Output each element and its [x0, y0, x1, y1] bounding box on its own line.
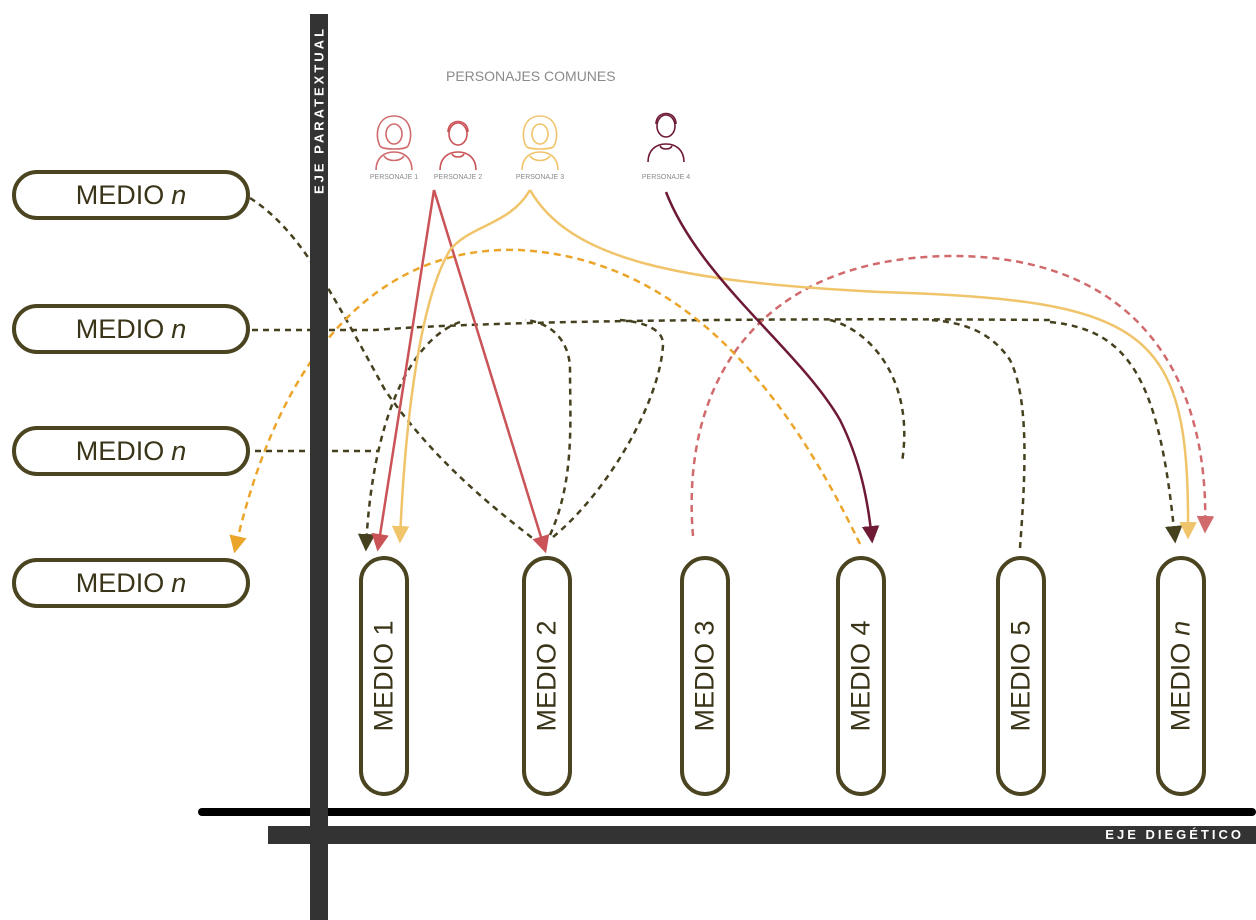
- diegetic-medio-3: MEDIO 3: [680, 556, 730, 796]
- diegetic-medio-1: MEDIO 1: [359, 556, 409, 796]
- paratextual-medio-3-label: MEDIO: [75, 435, 165, 466]
- link-medio-2-up-b: [552, 318, 665, 538]
- character-2: PERSONAJE 2: [418, 112, 498, 181]
- paratextual-medio-1-suffix: n: [171, 179, 187, 210]
- link-pink-dashed: [690, 254, 1215, 537]
- link-medio-n1-to-medio-2: [249, 196, 546, 549]
- diegetic-medio-3-label: MEDIO 3: [689, 620, 720, 732]
- character-2-label: PERSONAJE 2: [433, 174, 483, 181]
- diegetic-baseline: [198, 808, 1256, 816]
- diegetic-medio-5: MEDIO 5: [996, 556, 1046, 796]
- diegetic-medio-n: MEDIOn: [1156, 556, 1206, 796]
- link-personaje-3-to-medio-n: [528, 189, 1197, 540]
- link-medio-5-up: [929, 318, 1026, 549]
- link-orange-dashed: [229, 248, 862, 554]
- character-3: PERSONAJE 3: [500, 112, 580, 181]
- link-to-medio-n: [1049, 320, 1183, 544]
- character-3-label: PERSONAJE 3: [515, 174, 565, 181]
- diegetic-axis-bar: [268, 826, 1256, 844]
- woman-curly-hair-icon: [521, 115, 559, 171]
- woman-curly-hair-icon: [375, 115, 413, 171]
- diegetic-medio-4-label: MEDIO 4: [845, 620, 876, 732]
- paratextual-axis-bar: [310, 14, 328, 920]
- diegetic-axis-label: EJE DIEGÉTICO: [1105, 827, 1244, 842]
- character-4-label: PERSONAJE 4: [641, 174, 691, 181]
- man-icon: [647, 112, 685, 163]
- character-4: PERSONAJE 4: [626, 104, 706, 181]
- paratextual-axis-label: EJE PARATEXTUAL: [311, 25, 327, 195]
- link-personaje-2-to-medio-2: [432, 189, 550, 554]
- diegetic-medio-n-label: MEDIOn: [1165, 620, 1196, 732]
- link-personaje-3-to-medio-1: [391, 189, 532, 544]
- link-personaje-4-to-medio-4: [664, 191, 880, 544]
- diegetic-medio-1-label: MEDIO 1: [368, 620, 399, 732]
- link-to-medio-1: [357, 320, 461, 552]
- character-1-label: PERSONAJE 1: [369, 174, 419, 181]
- paratextual-medio-3-suffix: n: [171, 435, 187, 466]
- diegetic-medio-2-label: MEDIO 2: [531, 620, 562, 732]
- paratextual-medio-2-label: MEDIO: [75, 313, 165, 344]
- man-icon: [439, 120, 477, 171]
- diegetic-medio-4: MEDIO 4: [836, 556, 886, 796]
- paratextual-medio-1-label: MEDIO: [75, 179, 165, 210]
- link-medio-2-up-a: [524, 318, 572, 536]
- link-branch-a: [829, 318, 906, 463]
- link-medio-n2-row: [252, 318, 1051, 332]
- diegetic-medio-2: MEDIO 2: [522, 556, 572, 796]
- diagram-title: PERSONAJES COMUNES: [446, 68, 616, 84]
- link-personaje-2-to-medio-1: [371, 189, 436, 552]
- diegetic-medio-5-label: MEDIO 5: [1005, 620, 1036, 732]
- character-1: PERSONAJE 1: [354, 112, 434, 181]
- paratextual-medio-4-suffix: n: [171, 567, 187, 598]
- paratextual-medio-4-label: MEDIO: [75, 567, 165, 598]
- paratextual-medio-2-suffix: n: [171, 313, 187, 344]
